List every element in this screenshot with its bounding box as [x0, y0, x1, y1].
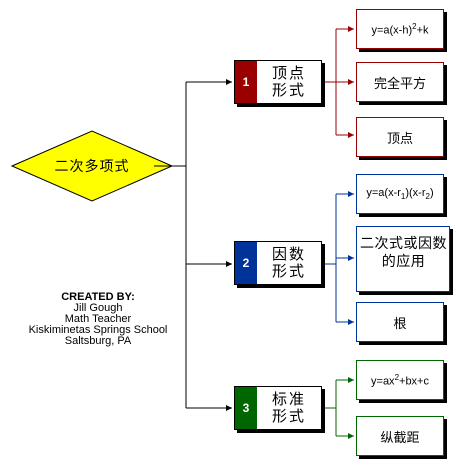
category-2-connectors [322, 191, 354, 325]
leaf-text: y=a(x-r1)(x-r2) [366, 186, 434, 202]
leaf-text: 顶点 [386, 131, 413, 147]
leaf-vertex[interactable]: 顶点 [356, 117, 444, 157]
category-number: 1 [235, 61, 257, 103]
category-3-connectors [322, 377, 354, 439]
root-label: 二次多项式 [54, 159, 130, 175]
credits-line: Jill Gough [73, 302, 123, 314]
leaf-factored-equation[interactable]: y=a(x-r1)(x-r2) [356, 174, 444, 214]
category-1-connectors [322, 26, 354, 138]
leaf-vertex-equation[interactable]: y=a(x-h)2+k [356, 9, 444, 49]
leaf-text: 根 [393, 316, 407, 332]
category-label: 顶点 形式 [271, 64, 306, 99]
category-label: 因数 形式 [271, 245, 306, 280]
leaf-roots[interactable]: 根 [356, 302, 444, 342]
category-number: 2 [235, 242, 257, 284]
leaf-standard-equation[interactable]: y=ax2+bx+c [356, 360, 444, 400]
leaf-text: y=ax2+bx+c [371, 372, 429, 388]
leaf-complete-square[interactable]: 完全平方 [356, 62, 444, 102]
category-box-factored-form[interactable]: 2 因数 形式 [234, 241, 322, 285]
root-connectors [154, 79, 232, 411]
category-box-vertex-form[interactable]: 1 顶点 形式 [234, 60, 322, 104]
leaf-text: 二次式或因数的应用 [360, 236, 447, 270]
leaf-text: 纵截距 [380, 430, 420, 446]
leaf-text: y=a(x-h)2+k [371, 21, 429, 37]
leaf-y-intercept[interactable]: 纵截距 [356, 416, 444, 456]
credits-heading: CREATED BY: [61, 291, 135, 303]
category-box-standard-form[interactable]: 3 标准 形式 [234, 386, 322, 430]
category-label: 标准 形式 [271, 390, 306, 425]
leaf-text: 完全平方 [373, 76, 426, 92]
credits-line: Math Teacher [64, 313, 132, 325]
category-number: 3 [235, 387, 257, 429]
credits-block: CREATED BY: Jill Gough Math Teacher Kisk… [0, 292, 196, 347]
leaf-quadratic-or-factor-application[interactable]: 二次式或因数的应用 [356, 226, 450, 292]
credits-line: Saltsburg, PA [64, 335, 132, 347]
credits-line: Kiskiminetas Springs School [28, 324, 168, 336]
